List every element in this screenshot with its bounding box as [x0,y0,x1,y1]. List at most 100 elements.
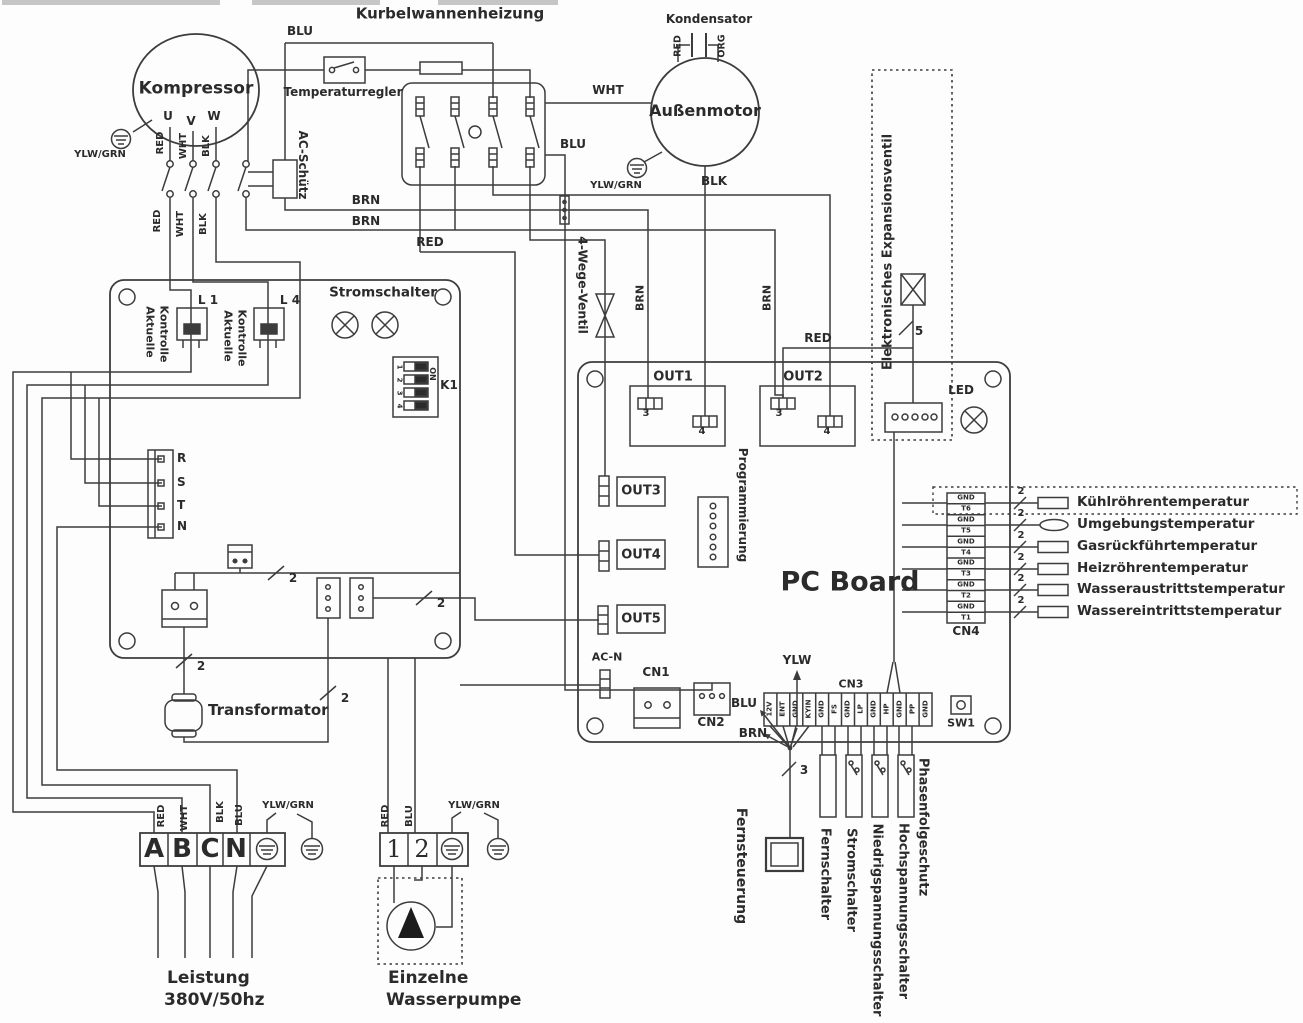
cn1-label: CN1 [642,665,670,679]
wire-label-red-p1: RED [380,804,391,828]
sensor-label-0: Kühlröhrentemperatur [1077,494,1250,510]
cn4-pin-6: GND [957,558,975,567]
wire-label-brn-cn2: BRN [738,726,768,740]
dip-number-1: 1 [395,364,404,370]
sensor-label-5: Wassereintrittstemperatur [1077,603,1282,619]
power-terminal-n: N [225,834,247,864]
count-2-s2: 2 [1017,530,1025,541]
wire-label-cap-red: RED [672,35,684,57]
wire-label-blk-2: BLK [198,213,209,235]
signal-arrows [760,670,801,751]
count-2-s0: 2 [1017,486,1025,497]
wasserpumpe-label-1: Einzelne [388,968,469,988]
kondensator-label: Kondensator [665,12,753,26]
cn4-pin-3: T5 [961,526,971,535]
aussenmotor-label: Außenmotor [649,101,761,120]
rstn-n: N [177,519,188,533]
count-2-a: 2 [288,571,298,585]
cn4-pin-11: T1 [961,613,971,622]
current-transformer-l4 [253,307,285,348]
cn2-label: CN2 [697,715,725,729]
fernsteuerung-box [764,836,805,873]
sensor-label-2: Gasrückführtemperatur [1077,538,1258,554]
wire-label-blk-c: BLK [215,801,226,823]
temperaturregler-symbol [323,56,366,84]
kontrolle-label-1: Kontrolle [157,305,171,363]
count-2-s3: 2 [1017,552,1025,563]
k1-label: K1 [440,378,458,392]
wires [12,42,1040,958]
expansion-valve-symbol [871,69,953,441]
wire-label-wht-b: WHT [179,804,190,832]
cn4-pin-8: GND [957,580,975,589]
kondensator-symbol [691,33,707,57]
out1-label: OUT1 [653,369,693,385]
protection-switch-symbols [819,754,915,818]
out1-symbol [629,385,726,447]
l1-label: L 1 [197,293,219,307]
cn2-symbol [693,682,731,716]
ac-schuetz-label: AC-Schütz [296,130,310,200]
wire-label-brn-1: BRN [351,193,381,207]
out1-pin4-label: 4 [698,426,706,437]
switch-label-hochspannung: Hochspannungsschalter [895,822,911,1000]
leistung-label-1: Leistung [167,968,250,988]
transformator-symbol [161,544,253,738]
wire-label-red-row: RED [416,235,444,249]
motor-terminal-v: V [186,114,196,128]
count-2-s5: 2 [1017,595,1025,606]
cn3-pin-gnd2: GND [817,700,826,718]
count-2-b: 2 [196,659,206,673]
wire-label-wht: WHT [592,83,624,97]
cn3-pin-fs: FS [830,704,839,714]
count-2-d: 2 [436,596,446,610]
dip-number-3: 3 [395,390,404,396]
sw1-symbol [950,695,972,715]
dip-number-4: 4 [395,403,404,409]
ground-label-motor: YLW/GRN [590,180,642,191]
wasserpumpe-label-2: Wasserpumpe [386,990,522,1010]
ac-n-label: AC-N [591,650,623,664]
kompressor-label: Kompressor [138,78,254,99]
wire-label-cap-org: ORG [716,34,728,58]
ground-label-kompressor: YLW/GRN [74,149,126,160]
power-terminal-a: A [143,834,165,864]
motor-terminal-u: U [163,109,173,123]
wire-label-blk-1: BLK [201,135,212,157]
cn3-label: CN3 [838,677,864,691]
cn3-pin-hp: HP [882,703,891,715]
out2-pin4-label: 4 [823,426,831,437]
wire-label-red-a: RED [156,804,167,828]
sensor-label-3: Heizröhrentemperatur [1077,560,1248,576]
water-pump-symbol [377,877,463,965]
cn4-label: CN4 [952,624,980,638]
power-terminal-b: B [172,834,192,864]
pump-terminal-block [379,832,510,867]
aussenmotor-ground-icon [626,157,648,179]
wire-label-blu-n: BLU [234,804,245,826]
pc-board-label: PC Board [780,566,920,598]
motor-terminal-w: W [207,109,221,123]
out1-pin3-label: 3 [642,408,650,419]
cn3-pin-12v: 12V [765,701,774,717]
cn3-pin-ent: ENT [778,701,787,717]
temperaturregler-label: Temperaturregler [283,85,403,99]
pump-terminal-1: 1 [386,835,402,863]
cn4-pin-9: T2 [961,591,971,600]
wire-label-blu-top: BLU [286,24,314,38]
cn3-pin-gnd4: GND [869,700,878,718]
count-5-expv: 5 [914,324,924,338]
dip-number-2: 2 [395,377,404,383]
cn3-pin-gnd6: GND [921,700,930,718]
cn4-pin-10: GND [957,602,975,611]
pump-terminal-2: 2 [414,835,430,863]
expansionsventil-label: Elektronisches Expansionsventil [880,133,896,371]
pc-board [577,361,1011,743]
power-terminal-block [139,832,324,867]
count-2-s1: 2 [1017,508,1025,519]
cn3-pin-gnd5: GND [895,700,904,718]
control-board [109,279,461,659]
sw1-label: SW1 [947,716,975,730]
sensor-row-dotted-box [932,486,1298,515]
switch-label-fernschalter: Fernschalter [817,827,833,921]
